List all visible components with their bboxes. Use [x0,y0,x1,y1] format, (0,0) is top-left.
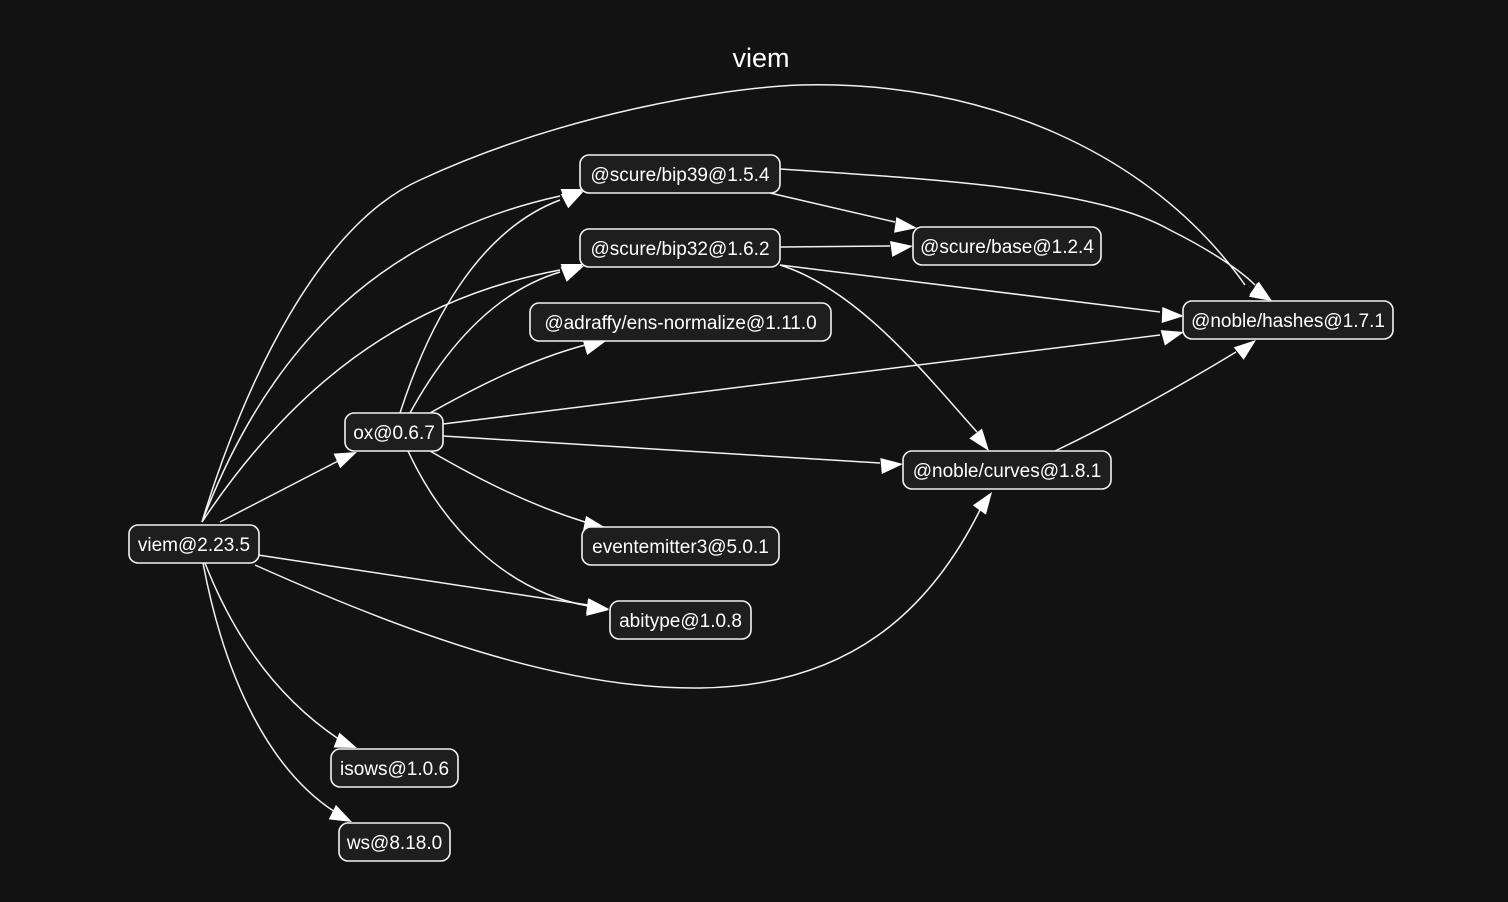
node-abitype[interactable]: abitype@1.0.8 [609,600,752,640]
edge-line [1054,351,1237,452]
edge-viem-to-curves [254,492,992,689]
edge-bip32-to-curves [779,264,989,451]
edge-line [442,435,881,464]
node-box[interactable] [330,748,459,788]
edge-viem-to-ox [219,452,357,523]
edge-viem-to-isows [204,562,357,748]
arrow-head-icon [333,452,357,469]
edge-line [254,509,981,689]
edge-line [779,245,891,248]
edge-line [204,562,341,741]
node-label: @scure/base@1.2.4 [920,237,1094,258]
edge-ox-to-bip39 [399,191,584,414]
edge-bip32-to-hashes [779,264,1184,324]
edge-ox-to-eventemitter3 [429,450,606,532]
nodes-layer: viem@2.23.5 ox@0.6.7 @scure/bip39@1.5.4 @sc… [128,154,1394,862]
node-box[interactable] [579,228,781,268]
arrow-head-icon [586,599,609,616]
arrow-head-icon [1160,330,1184,346]
edge-curves-to-hashes [1054,340,1256,452]
node-bip32[interactable]: @scure/bip32@1.6.2 [579,228,781,268]
edge-line [779,264,978,433]
node-ox[interactable]: ox@0.6.7 [344,412,444,452]
node-viem[interactable]: viem@2.23.5 [128,524,260,564]
node-box[interactable] [344,412,444,452]
edge-ox-to-curves [442,435,903,474]
node-label: isows@1.0.6 [340,759,449,780]
node-label: @scure/bip32@1.6.2 [590,239,769,260]
node-ws[interactable]: ws@8.18.0 [338,822,451,862]
node-label: @noble/curves@1.8.1 [913,461,1102,482]
edge-line [429,450,586,523]
edge-viem-to-ws [202,562,352,822]
edge-bip39-to-hashes [779,168,1272,301]
edge-bip32-to-base [779,241,913,257]
edge-line [779,168,1256,286]
edge-line [201,195,561,523]
arrow-head-icon [1161,307,1184,324]
edge-viem-to-bip39 [201,189,584,523]
edge-line [201,84,1246,523]
arrow-head-icon [894,216,917,233]
node-hashes[interactable]: @noble/hashes@1.7.1 [1182,300,1394,340]
node-box[interactable] [128,524,260,564]
node-label: ox@0.6.7 [353,423,435,444]
edge-bip39-to-base [769,192,917,233]
node-label: viem@2.23.5 [138,535,250,556]
node-label: @noble/hashes@1.7.1 [1191,311,1385,332]
edge-viem-to-abitype [257,554,609,614]
edge-line [407,450,589,607]
edge-line [429,344,586,414]
graph-title: viem [732,43,789,73]
arrow-head-icon [1249,281,1272,301]
arrow-head-icon [1233,340,1256,360]
arrow-head-icon [972,492,992,515]
edge-line [219,459,341,523]
node-label: @adraffy/ens-normalize@1.11.0 [544,313,816,334]
node-box[interactable] [581,526,780,566]
node-base[interactable]: @scure/base@1.2.4 [912,226,1102,266]
node-bip39[interactable]: @scure/bip39@1.5.4 [579,154,781,194]
node-box[interactable] [609,600,752,640]
edge-line [399,199,561,414]
edge-line [409,271,561,414]
edge-ox-to-bip32 [409,266,584,414]
edge-line [769,192,896,223]
arrow-head-icon [890,241,913,257]
edge-line [257,554,589,606]
arrow-head-icon [969,428,989,451]
edge-ox-to-hashes [442,330,1184,425]
node-isows[interactable]: isows@1.0.6 [330,748,459,788]
node-curves[interactable]: @noble/curves@1.8.1 [902,450,1112,490]
arrow-head-icon [333,732,357,748]
node-ens[interactable]: @adraffy/ens-normalize@1.11.0 [529,302,832,342]
node-label: abitype@1.0.8 [619,611,742,632]
edge-line [779,264,1161,313]
node-label: eventemitter3@5.0.1 [592,537,769,558]
edge-ox-to-abitype [407,450,609,616]
node-box[interactable] [579,154,781,194]
arrow-head-icon [328,805,352,822]
arrow-head-icon [582,339,606,355]
edges-layer [201,84,1272,822]
node-box[interactable] [338,822,451,862]
node-box[interactable] [902,450,1112,490]
edge-line [442,334,1161,425]
edge-line [202,562,336,813]
edge-viem-to-bip32 [201,264,584,523]
node-eventemitter3[interactable]: eventemitter3@5.0.1 [581,526,780,566]
arrow-head-icon [560,191,584,209]
node-box[interactable] [529,302,832,342]
node-label: ws@8.18.0 [346,833,442,854]
node-label: @scure/bip39@1.5.4 [590,165,769,186]
edge-ox-to-ens [429,339,606,414]
node-box[interactable] [1182,300,1394,340]
edge-line [201,269,561,523]
arrow-head-icon [560,266,584,282]
arrow-head-icon [880,458,903,474]
node-box[interactable] [912,226,1102,266]
